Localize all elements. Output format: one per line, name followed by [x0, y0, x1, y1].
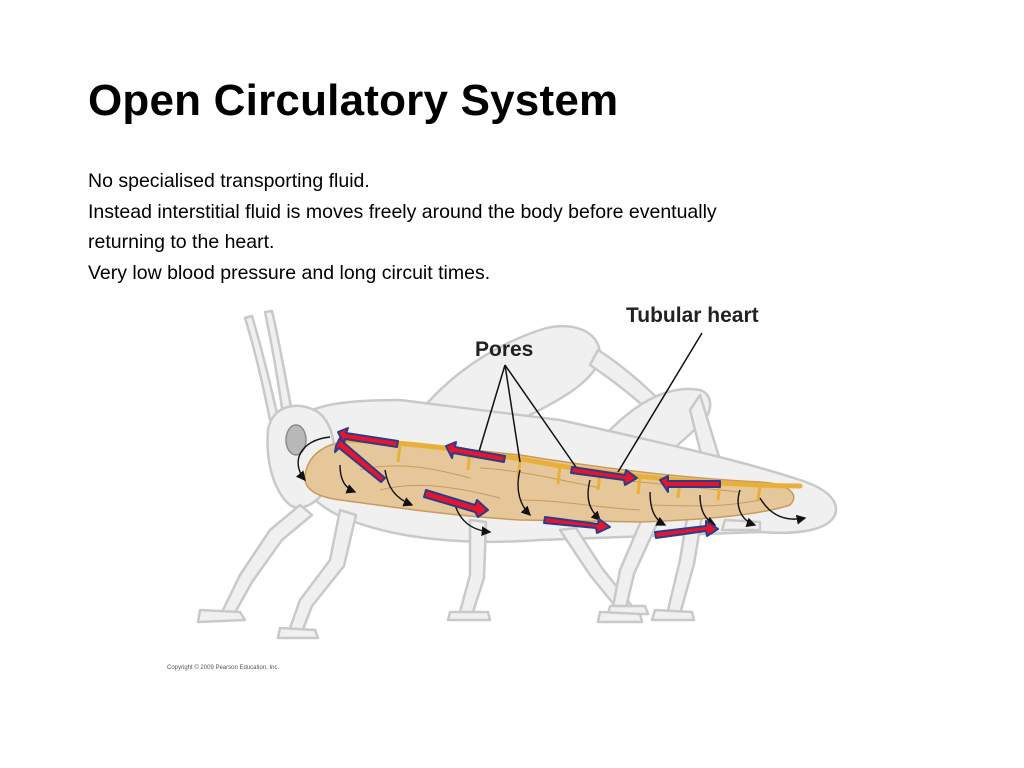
eye-icon — [285, 424, 307, 456]
body-line-2: Instead interstitial fluid is moves free… — [88, 200, 717, 223]
curved-black-arrows — [295, 436, 807, 537]
body-tissue — [304, 438, 795, 523]
flow-arrow — [570, 466, 638, 486]
grasshopper-diagram — [196, 309, 838, 640]
label-leader-lines — [477, 332, 703, 473]
red-flow-arrows — [334, 427, 721, 539]
flow-arrow — [334, 437, 386, 483]
flow-arrow — [445, 441, 506, 463]
slide-body: No specialised transporting fluid. Inste… — [88, 166, 948, 288]
slide-title: Open Circulatory System — [88, 76, 619, 125]
copyright-text: Copyright © 2009 Pearson Education, Inc. — [167, 665, 280, 671]
flow-arrow — [423, 489, 489, 518]
body-line-4: Very low blood pressure and long circuit… — [88, 261, 491, 284]
pores-label: Pores — [475, 338, 534, 361]
flow-arrow — [543, 516, 611, 534]
body-line-1: No specialised transporting fluid. — [88, 170, 370, 192]
body-line-3: returning to the heart. — [88, 231, 275, 253]
flow-arrow — [654, 520, 719, 539]
tubular-heart-label: Tubular heart — [626, 304, 759, 327]
flow-arrow — [659, 475, 721, 493]
